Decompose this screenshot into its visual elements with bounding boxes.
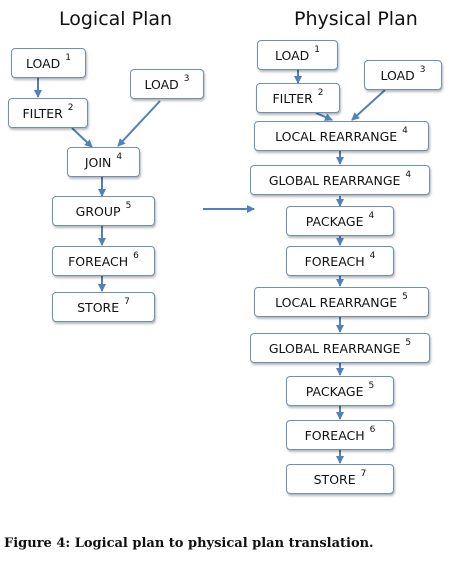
node-label: LOAD xyxy=(380,67,415,83)
figure-caption: Figure 4: Logical plan to physical plan … xyxy=(4,536,374,551)
node-label: FOREACH xyxy=(304,253,365,269)
arrow-p-filter-lr xyxy=(315,112,333,121)
node-label: LOAD xyxy=(25,55,61,71)
node-number: 5 xyxy=(402,292,408,302)
node-number: 7 xyxy=(124,297,130,307)
node-label: PACKAGE xyxy=(305,383,364,399)
physical-plan-title: Physical Plan xyxy=(294,8,418,30)
node-number: 5 xyxy=(125,201,132,211)
node-number: 1 xyxy=(314,45,321,55)
node-label: GLOBAL REARRANGE xyxy=(268,340,401,356)
node-label: STORE xyxy=(313,471,356,487)
physical-node-load-3: LOAD 3 xyxy=(364,60,442,90)
node-label: LOCAL REARRANGE xyxy=(275,294,398,310)
node-number: 6 xyxy=(369,425,376,435)
node-number: 3 xyxy=(183,74,190,84)
logical-node-load-3: LOAD 3 xyxy=(130,69,204,99)
node-label: LOAD xyxy=(144,76,179,92)
node-number: 7 xyxy=(360,469,367,479)
physical-node-package-5: PACKAGE 5 xyxy=(286,376,394,406)
node-number: 3 xyxy=(419,65,426,75)
physical-node-store-7: STORE 7 xyxy=(286,464,394,494)
physical-node-global-rearrange-4: GLOBAL REARRANGE 4 xyxy=(250,165,430,195)
node-number: 5 xyxy=(368,381,375,391)
arrow-l-filter-join xyxy=(71,127,93,148)
node-label: STORE xyxy=(77,299,120,315)
node-label: GROUP xyxy=(75,203,121,219)
node-number: 4 xyxy=(405,170,412,180)
node-label: FOREACH xyxy=(304,427,365,443)
node-label: GLOBAL REARRANGE xyxy=(268,172,401,188)
physical-node-foreach-6: FOREACH 6 xyxy=(286,420,394,450)
node-number: 4 xyxy=(369,251,376,261)
node-number: 2 xyxy=(67,103,74,113)
logical-plan-title: Logical Plan xyxy=(59,8,173,30)
node-label: FOREACH xyxy=(68,253,129,269)
node-number: 4 xyxy=(402,126,408,136)
node-label: JOIN xyxy=(84,154,112,170)
arrow-p-load3-lr xyxy=(351,89,386,121)
node-number: 4 xyxy=(368,211,375,221)
physical-node-local-rearrange-5: LOCAL REARRANGE 5 xyxy=(254,287,429,317)
logical-node-filter-2: FILTER 2 xyxy=(8,98,88,128)
logical-node-load-1: LOAD 1 xyxy=(11,48,86,78)
node-label: FILTER xyxy=(272,90,313,106)
logical-node-group-5: GROUP 5 xyxy=(52,196,155,226)
node-number: 4 xyxy=(116,152,123,162)
node-label: LOCAL REARRANGE xyxy=(275,128,398,144)
node-label: PACKAGE xyxy=(305,213,364,229)
physical-node-local-rearrange-4: LOCAL REARRANGE 4 xyxy=(254,121,429,151)
physical-node-package-4: PACKAGE 4 xyxy=(286,206,394,236)
physical-node-filter-2: FILTER 2 xyxy=(256,83,340,113)
node-number: 2 xyxy=(317,88,324,98)
physical-node-global-rearrange-5: GLOBAL REARRANGE 5 xyxy=(250,333,430,363)
node-number: 1 xyxy=(65,53,72,63)
physical-node-load-1: LOAD 1 xyxy=(257,40,338,70)
node-number: 6 xyxy=(133,251,139,261)
node-label: FILTER xyxy=(22,105,63,121)
node-label: LOAD xyxy=(274,47,310,63)
arrow-l-load3-join xyxy=(117,100,161,147)
logical-node-store-7: STORE 7 xyxy=(52,292,155,322)
logical-node-join-4: JOIN 4 xyxy=(67,147,140,177)
physical-node-foreach-4: FOREACH 4 xyxy=(286,246,394,276)
node-number: 5 xyxy=(405,338,412,348)
logical-node-foreach-6: FOREACH 6 xyxy=(52,246,155,276)
